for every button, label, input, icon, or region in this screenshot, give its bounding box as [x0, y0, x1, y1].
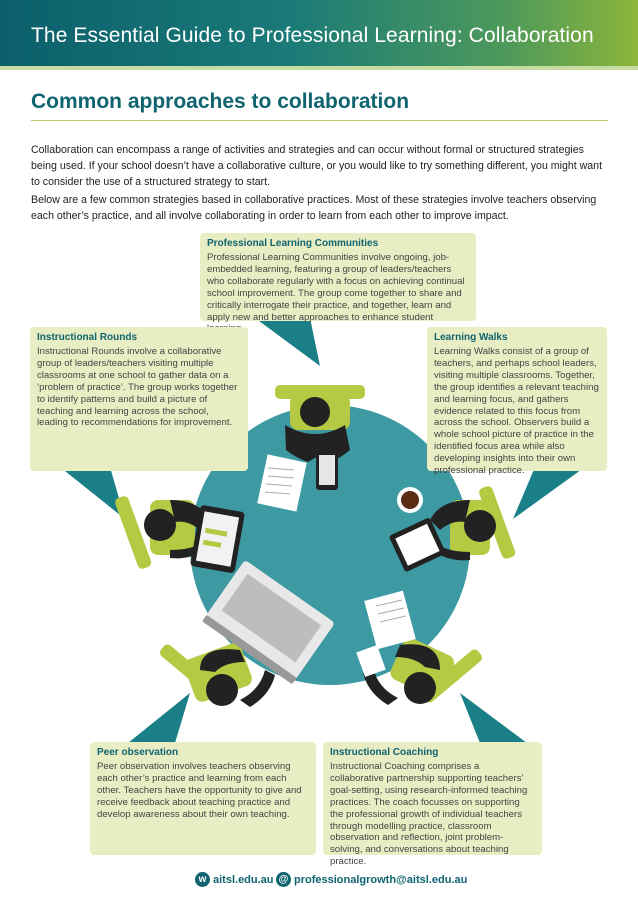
header-banner: The Essential Guide to Professional Lear… [0, 0, 638, 66]
document-title: The Essential Guide to Professional Lear… [31, 24, 594, 47]
at-sign-icon: @ [276, 872, 291, 887]
section-divider [31, 120, 608, 121]
email-text: professionalgrowth@aitsl.edu.au [294, 873, 468, 886]
card-professional-learning-communities: Professional Learning Communities Profes… [200, 233, 476, 334]
card-title: Professional Learning Communities [207, 238, 379, 249]
card-title: Instructional Coaching [330, 747, 439, 758]
card-title: Peer observation [97, 747, 179, 758]
phone-icon [316, 450, 338, 490]
website-text: aitsl.edu.au [213, 873, 274, 886]
website-link[interactable]: w aitsl.edu.au [195, 872, 274, 887]
intro-paragraph-1: Collaboration can encompass a range of a… [31, 144, 603, 188]
notebook-icon [356, 590, 416, 677]
header-accent-stripe [0, 66, 638, 70]
tablet-icon [190, 505, 245, 573]
pointer-coaching [460, 693, 527, 743]
section-title: Common approaches to collaboration [31, 90, 410, 113]
footer: w aitsl.edu.au @ professionalgrowth@aits… [0, 872, 638, 892]
card-body: Instructional Coaching comprises a colla… [330, 761, 528, 868]
card-title: Learning Walks [434, 332, 508, 343]
card-peer-observation: Peer observation Peer observation involv… [90, 742, 316, 855]
email-link[interactable]: @ professionalgrowth@aitsl.edu.au [276, 872, 467, 887]
intro-paragraph-2: Below are a few common strategies based … [31, 194, 597, 222]
pointer-walks [513, 467, 585, 519]
coffee-cup-icon [397, 487, 423, 513]
pointer-peer [128, 693, 190, 743]
card-instructional-rounds: Instructional Rounds Instructional Round… [30, 327, 248, 471]
card-title: Instructional Rounds [37, 332, 137, 343]
card-body: Peer observation involves teachers obser… [97, 761, 302, 820]
card-body: Professional Learning Communities involv… [207, 252, 465, 334]
card-learning-walks: Learning Walks Learning Walks consist of… [427, 327, 607, 476]
globe-icon: w [195, 872, 210, 887]
pointer-plc [255, 318, 320, 366]
card-instructional-coaching: Instructional Coaching Instructional Coa… [323, 742, 542, 867]
card-body: Instructional Rounds involve a collabora… [37, 346, 238, 429]
pointer-rounds [60, 467, 125, 519]
clipboard-icon [389, 518, 446, 572]
card-body: Learning Walks consist of a group of tea… [434, 346, 599, 477]
laptop-icon [202, 561, 334, 684]
paper-sheet-icon [257, 454, 307, 512]
